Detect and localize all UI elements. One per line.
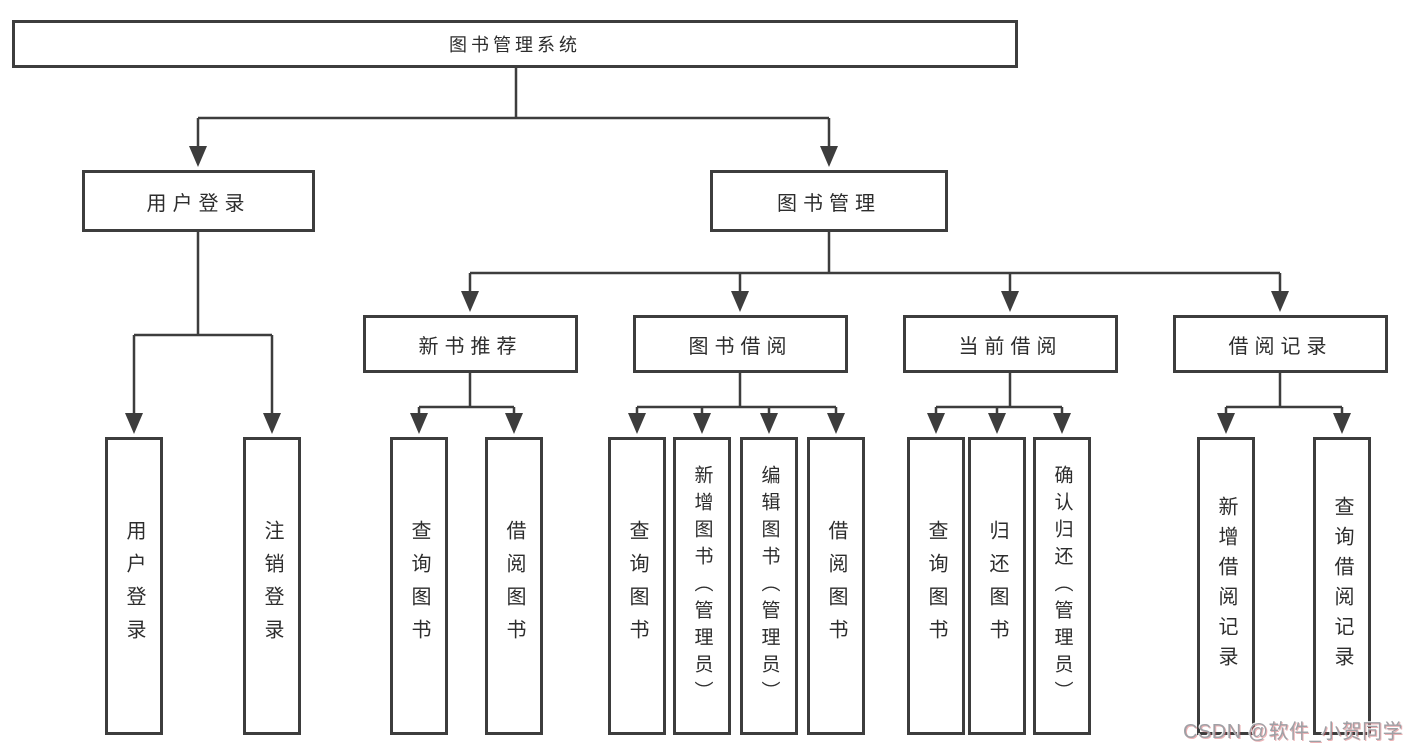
leaf-add-books-admin: 新增图书（管理员） <box>673 437 731 735</box>
node-root: 图书管理系统 <box>12 20 1018 68</box>
node-label: 查询借阅记录 <box>1331 496 1353 676</box>
node-label: 借阅图书 <box>503 520 525 652</box>
node-label: 确认归还（管理员） <box>1051 464 1073 708</box>
leaf-query-books-borrowing: 查询图书 <box>608 437 666 735</box>
node-book-management: 图书管理 <box>710 170 948 232</box>
node-label: 图书借阅 <box>688 335 793 358</box>
node-book-borrowing: 图书借阅 <box>633 315 848 373</box>
node-label: 查询图书 <box>626 520 648 652</box>
leaf-confirm-return-admin: 确认归还（管理员） <box>1033 437 1091 735</box>
node-label: 图书管理系统 <box>449 35 581 55</box>
leaf-query-books-current: 查询图书 <box>907 437 965 735</box>
node-label: 查询图书 <box>925 520 947 652</box>
node-borrowing-records: 借阅记录 <box>1173 315 1388 373</box>
csdn-watermark: CSDN @软件_小贺同学 <box>1183 721 1404 743</box>
node-label: 新书推荐 <box>418 335 523 358</box>
node-label: 新增借阅记录 <box>1215 496 1237 676</box>
node-label: 查询图书 <box>408 520 430 652</box>
node-label: 当前借阅 <box>958 335 1063 358</box>
node-new-book-recommend: 新书推荐 <box>363 315 578 373</box>
node-label: 注销登录 <box>261 520 283 652</box>
leaf-borrow-books-borrowing: 借阅图书 <box>807 437 865 735</box>
node-label: 借阅图书 <box>825 520 847 652</box>
node-user-login: 用户登录 <box>82 170 315 232</box>
leaf-logout: 注销登录 <box>243 437 301 735</box>
node-current-borrowing: 当前借阅 <box>903 315 1118 373</box>
node-label: 用户登录 <box>123 520 145 652</box>
leaf-query-borrow-record: 查询借阅记录 <box>1313 437 1371 735</box>
node-label: 新增图书（管理员） <box>691 464 713 708</box>
leaf-edit-books-admin: 编辑图书（管理员） <box>740 437 798 735</box>
node-label: 用户登录 <box>146 192 251 215</box>
node-label: 图书管理 <box>777 192 881 215</box>
connector-lines <box>132 68 1344 415</box>
node-label: 编辑图书（管理员） <box>758 464 780 708</box>
leaf-user-login: 用户登录 <box>105 437 163 735</box>
node-label: 借阅记录 <box>1228 335 1333 358</box>
leaf-query-books-recommend: 查询图书 <box>390 437 448 735</box>
leaf-add-borrow-record: 新增借阅记录 <box>1197 437 1255 735</box>
leaf-borrow-books-recommend: 借阅图书 <box>485 437 543 735</box>
node-label: 归还图书 <box>986 520 1008 652</box>
leaf-return-books: 归还图书 <box>968 437 1026 735</box>
